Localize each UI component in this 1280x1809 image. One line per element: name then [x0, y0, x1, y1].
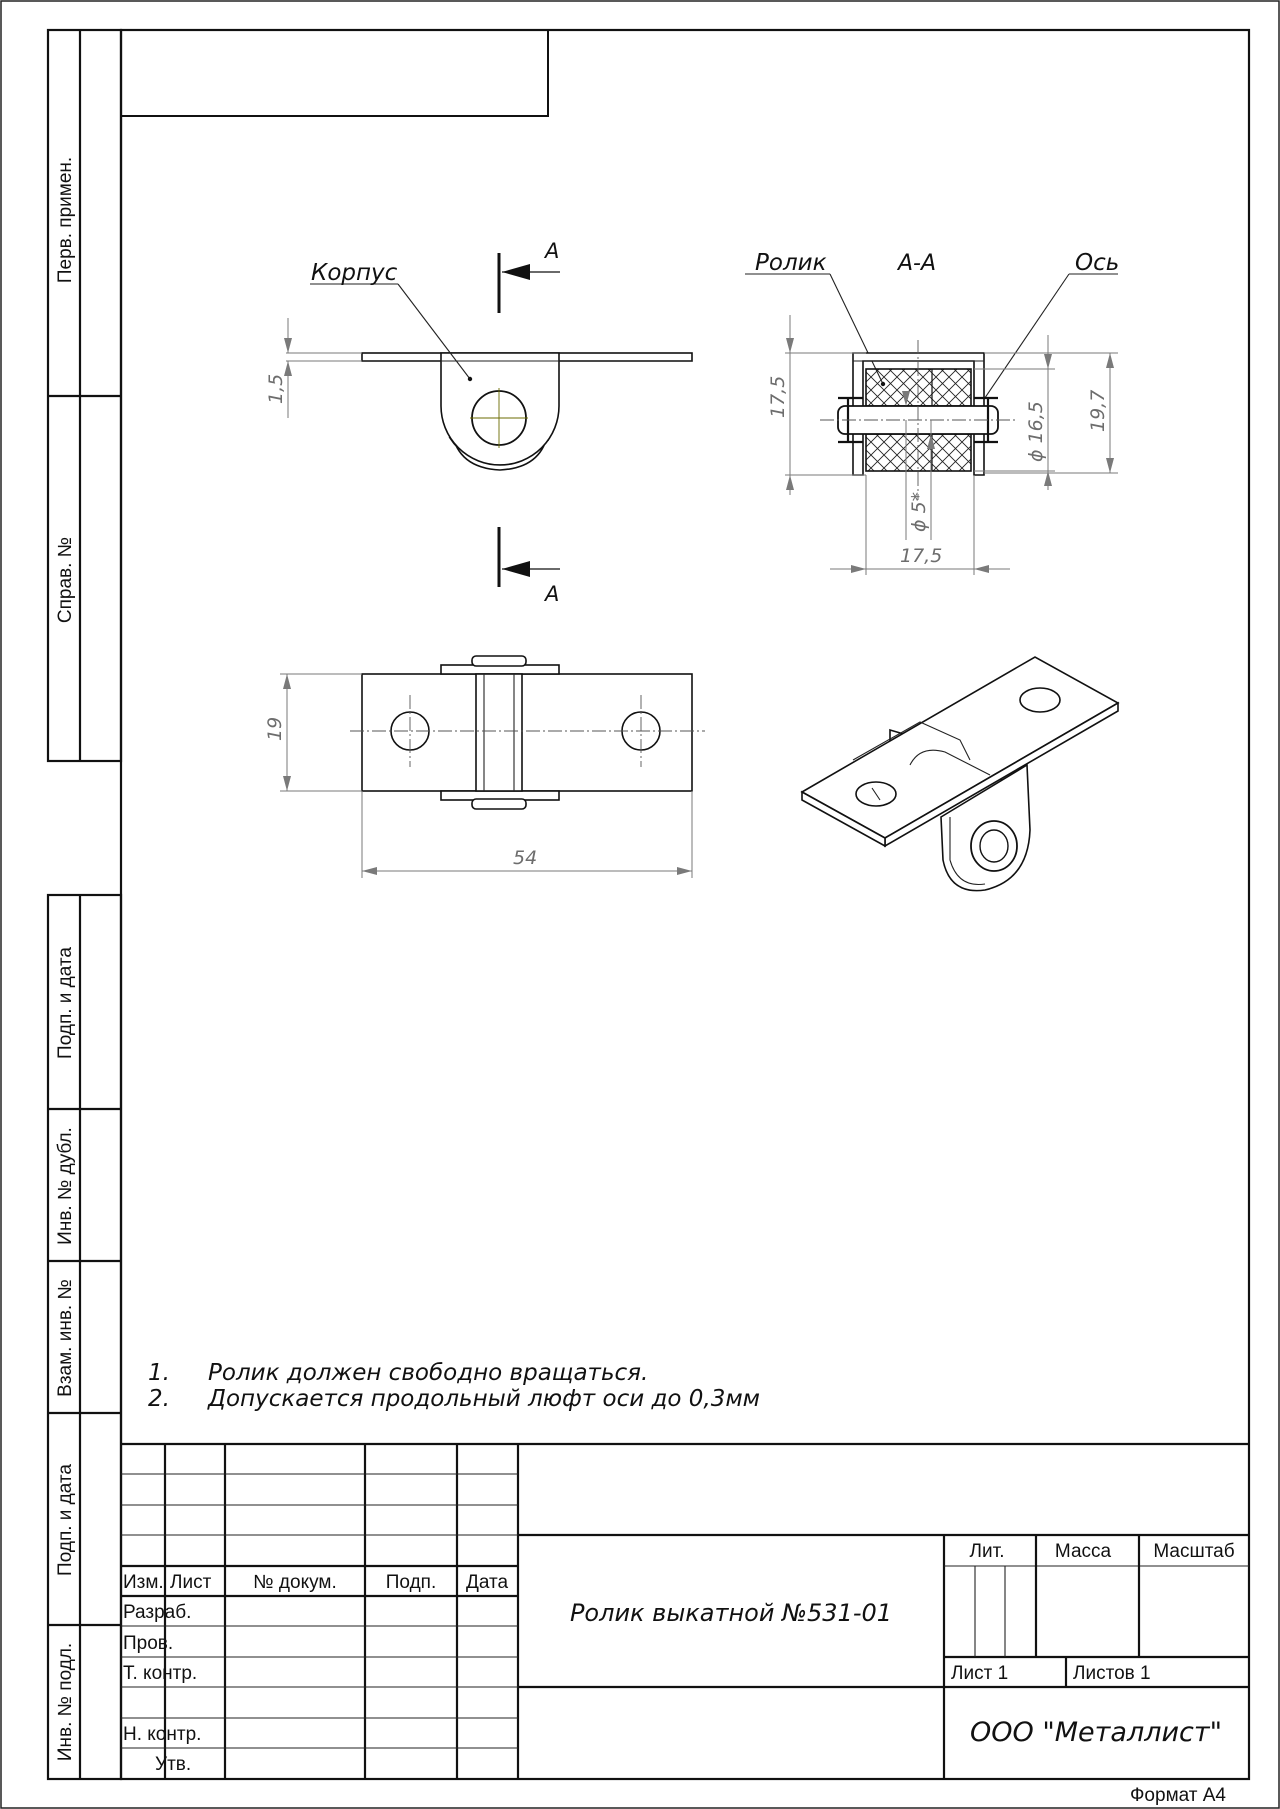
dim-19: 19 — [264, 717, 286, 741]
tb-designation: Ролик выкатной №531-01 — [570, 1599, 892, 1627]
tb-row-tkontr: Т. контр. — [123, 1663, 197, 1684]
tb-row-utv: Утв. — [155, 1754, 191, 1775]
tb-lit: Лит. — [970, 1541, 1005, 1562]
note-1-text: Ролик должен свободно вращаться. — [208, 1360, 648, 1386]
tb-row-prov: Пров. — [123, 1633, 173, 1654]
side-label-perv-primen: Перв. примен. — [55, 157, 76, 283]
notes: 1. Ролик должен свободно вращаться. 2. Д… — [148, 1360, 760, 1412]
tb-col-izm: Изм. — [123, 1572, 164, 1593]
section-letter-bottom: А — [543, 582, 559, 606]
tb-col-data: Дата — [466, 1572, 509, 1593]
side-label-podp-data-2: Подп. и дата — [55, 1464, 76, 1576]
dim-phi-5: ϕ 5* — [908, 492, 930, 532]
tb-massa: Масса — [1055, 1541, 1112, 1562]
dim-phi-16-5: ϕ 16,5 — [1025, 401, 1047, 462]
tb-listov: Листов 1 — [1073, 1663, 1151, 1684]
top-view: 19 54 — [264, 655, 705, 878]
side-label-inv-no-dubl: Инв. № дубл. — [55, 1127, 76, 1245]
top-left-box — [120, 29, 549, 117]
side-label-sprav-no: Справ. № — [55, 537, 76, 623]
note-2-text: Допускается продольный люфт оси до 0,3мм — [207, 1386, 760, 1412]
section-title: А-А — [896, 251, 936, 276]
roller-bottom-half — [865, 433, 972, 472]
tb-col-dokum: № докум. — [253, 1572, 336, 1593]
roller-top-half — [865, 368, 972, 407]
dim-19-7: 19,7 — [1087, 390, 1109, 432]
note-2-num: 2. — [148, 1386, 170, 1412]
side-label-inv-no-podl: Инв. № подл. — [55, 1643, 76, 1761]
front-view: Корпус А А 1,5 — [265, 239, 693, 606]
label-os: Ось — [1075, 250, 1119, 276]
tb-masshtab: Масштаб — [1153, 1541, 1234, 1562]
side-label-podp-data-1: Подп. и дата — [55, 947, 76, 1059]
side-label-vzam-inv-no: Взам. инв. № — [55, 1279, 76, 1397]
section-view: Ролик А-А Ось 17,5 — [745, 250, 1119, 575]
side-strip-bottom — [46, 893, 123, 1781]
tb-col-list: Лист — [170, 1572, 212, 1593]
side-strip-top — [46, 28, 123, 763]
tb-company: ООО "Металлист" — [970, 1717, 1222, 1748]
iso-hole-1 — [1019, 687, 1061, 713]
label-rolik: Ролик — [755, 250, 827, 276]
isometric-view — [800, 656, 1120, 892]
tb-list: Лист 1 — [951, 1663, 1008, 1684]
dim-1-5: 1,5 — [265, 374, 287, 404]
label-korpus: Корпус — [311, 260, 398, 286]
tb-row-nkontr: Н. контр. — [123, 1724, 201, 1745]
note-1-num: 1. — [148, 1360, 170, 1386]
title-block — [121, 1442, 1249, 1779]
dim-17-5-horizontal: 17,5 — [900, 545, 942, 567]
tb-row-razrab: Разраб. — [123, 1602, 191, 1623]
top-roller — [475, 673, 523, 792]
tb-col-podp: Подп. — [386, 1572, 436, 1593]
section-letter-top: А — [543, 239, 559, 263]
dim-17-5-vertical: 17,5 — [767, 376, 789, 418]
dim-54: 54 — [513, 847, 537, 869]
format-label: Формат А4 — [1130, 1785, 1226, 1806]
drawing-frame — [119, 28, 1251, 1781]
